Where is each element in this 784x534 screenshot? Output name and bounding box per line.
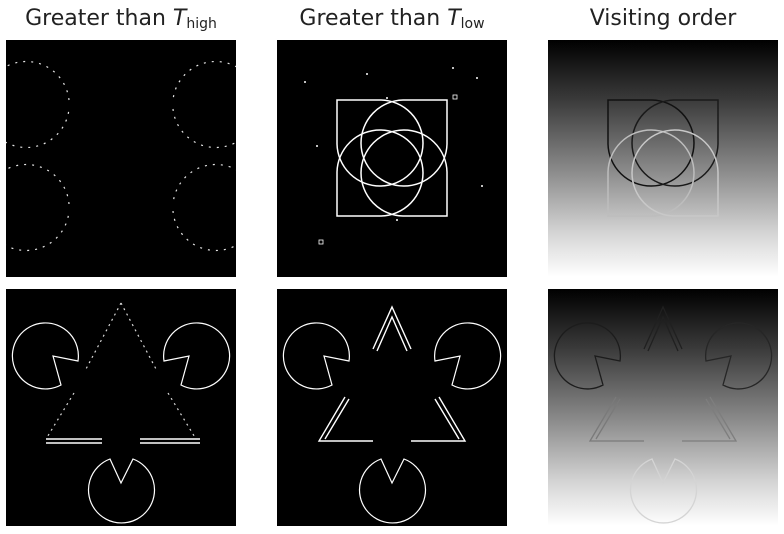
column-title-low: Greater than Tlow bbox=[277, 2, 507, 36]
panel-squares-high bbox=[6, 40, 236, 277]
noise-dot bbox=[452, 67, 454, 69]
panel-triangle-low bbox=[277, 289, 507, 526]
triangle-left-edge bbox=[319, 397, 373, 441]
triangle-edge bbox=[168, 393, 196, 439]
title-symbol-high: T bbox=[173, 6, 186, 31]
pacman-left bbox=[554, 323, 620, 389]
pacman-left bbox=[12, 323, 78, 389]
triangle-base-right bbox=[140, 439, 200, 443]
noise-dot bbox=[316, 145, 318, 147]
pacman-right bbox=[435, 323, 501, 389]
triangle-low-image bbox=[277, 289, 507, 526]
panel-squares-order bbox=[548, 40, 778, 277]
triangle-edge bbox=[86, 303, 121, 369]
title-prefix-high: Greater than bbox=[25, 6, 173, 31]
edge-arc bbox=[173, 62, 236, 148]
edge-arc bbox=[6, 165, 69, 251]
pacman-bottom bbox=[631, 459, 697, 523]
title-prefix-low: Greater than bbox=[299, 6, 447, 31]
edge-arc bbox=[6, 62, 69, 148]
title-subscript-low: low bbox=[461, 16, 485, 32]
edge-arc bbox=[173, 165, 236, 251]
triangle-edge bbox=[46, 393, 74, 439]
triangle-right-edge bbox=[411, 397, 465, 441]
noise-dot bbox=[396, 219, 398, 221]
triangle-top-chevron bbox=[373, 307, 411, 351]
pacman-bottom bbox=[88, 459, 154, 523]
panel-squares-low bbox=[277, 40, 507, 277]
panel-triangle-high bbox=[6, 289, 236, 526]
triangle-base-left bbox=[46, 439, 102, 443]
column-title-order: Visiting order bbox=[548, 2, 778, 36]
pacman-left bbox=[283, 323, 349, 389]
triangle-order-image bbox=[548, 289, 778, 526]
noise-dot bbox=[476, 77, 478, 79]
noise-dot bbox=[304, 81, 306, 83]
noise-square bbox=[319, 240, 323, 244]
noise-dot bbox=[481, 185, 483, 187]
triangle-edge bbox=[121, 303, 156, 369]
title-symbol-low: T bbox=[447, 6, 460, 31]
title-subscript-high: high bbox=[186, 16, 217, 32]
triangle-left-edge bbox=[590, 397, 644, 441]
noise-dot bbox=[366, 73, 368, 75]
panel-triangle-order bbox=[548, 289, 778, 526]
column-title-high: Greater than Thigh bbox=[6, 2, 236, 36]
pacman-right bbox=[164, 323, 230, 389]
noise-dot bbox=[386, 97, 388, 99]
triangle-high-image bbox=[6, 289, 236, 526]
squares-low-image bbox=[277, 40, 507, 277]
squares-order-image bbox=[548, 40, 778, 277]
triangle-top-chevron bbox=[644, 307, 682, 351]
pacman-right bbox=[706, 323, 772, 389]
title-prefix-order: Visiting order bbox=[590, 6, 737, 31]
triangle-right-edge bbox=[682, 397, 736, 441]
pacman-bottom bbox=[360, 459, 426, 523]
noise-square bbox=[453, 95, 457, 99]
squares-high-image bbox=[6, 40, 236, 277]
